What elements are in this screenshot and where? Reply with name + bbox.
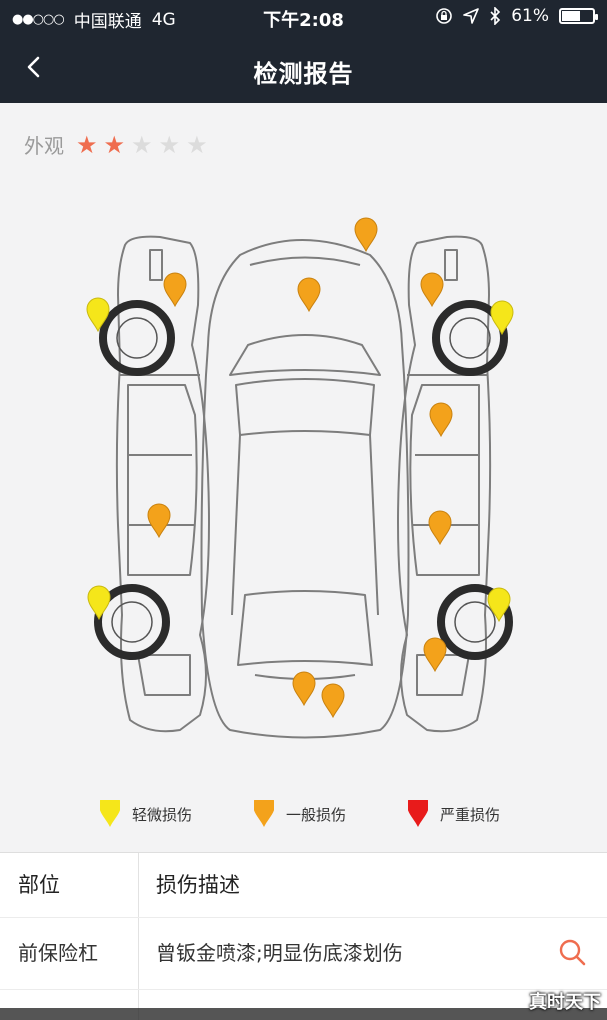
car-damage-diagram (86, 217, 514, 739)
star-empty-icon: ★ (158, 130, 181, 159)
page-title: 检测报告 (253, 60, 354, 88)
signal-strength-icon: ●●○○○ (12, 12, 65, 27)
damage-marker-icon[interactable] (428, 510, 452, 546)
location-icon (463, 8, 480, 24)
status-time: 下午2:08 (263, 10, 344, 31)
damage-marker-icon[interactable] (163, 272, 187, 308)
carrier-name: 中国联通 (73, 12, 142, 32)
header-part: 部位 (18, 873, 60, 897)
rotation-lock-icon (436, 8, 453, 24)
top-bar: ●●○○○ 中国联通 4G 下午2:08 61% 检测报告 (0, 0, 607, 103)
status-bar: ●●○○○ 中国联通 4G 下午2:08 61% (0, 0, 607, 34)
column-divider (138, 853, 139, 1020)
star-filled-icon: ★ (103, 130, 126, 159)
bluetooth-icon (490, 7, 501, 25)
legend-label: 一般损伤 (286, 805, 347, 824)
car-top-view (200, 239, 410, 739)
battery-percent: 61% (511, 6, 549, 26)
status-left: ●●○○○ 中国联通 4G (12, 7, 176, 33)
damage-marker-icon[interactable] (429, 402, 453, 438)
nav-bar: 检测报告 (0, 34, 607, 103)
damage-marker-icon[interactable] (321, 683, 345, 719)
damage-table: 部位 损伤描述 前保险杠 曾钣金喷漆;明显伤底漆划伤 (0, 852, 607, 1020)
damage-marker-icon[interactable] (87, 585, 111, 621)
damage-marker-icon[interactable] (354, 217, 378, 253)
legend-pin-icon (254, 800, 274, 827)
damage-legend: 轻微损伤 一般损伤 严重损伤 (0, 800, 607, 830)
row-divider (0, 989, 607, 990)
legend-pin-icon (408, 800, 428, 827)
network-type: 4G (151, 9, 176, 30)
legend-item: 轻微损伤 (100, 800, 192, 828)
header-description: 损伤描述 (156, 873, 240, 897)
damage-marker-icon[interactable] (487, 587, 511, 623)
legend-pin-icon (100, 800, 120, 827)
status-right: 61% (435, 6, 598, 26)
row-divider (0, 917, 607, 918)
row-description: 曾钣金喷漆;明显伤底漆划伤 (156, 941, 403, 965)
appearance-rating: 外观 ★★★★★ (24, 130, 208, 159)
damage-marker-icon[interactable] (423, 637, 447, 673)
legend-item: 严重损伤 (408, 800, 500, 828)
star-rating: ★★★★★ (76, 133, 208, 157)
back-arrow-icon[interactable] (20, 52, 50, 82)
rating-label: 外观 (24, 134, 64, 158)
damage-marker-icon[interactable] (490, 300, 514, 336)
damage-marker-icon[interactable] (292, 671, 316, 707)
damage-marker-icon[interactable] (86, 297, 110, 333)
star-empty-icon: ★ (131, 130, 153, 159)
legend-label: 严重损伤 (440, 805, 501, 824)
damage-markers (86, 217, 514, 719)
watermark-text: 真时天下 (529, 992, 601, 1013)
row-part: 前保险杠 (18, 941, 98, 965)
star-empty-icon: ★ (186, 130, 208, 159)
damage-marker-icon[interactable] (297, 277, 321, 313)
legend-label: 轻微损伤 (132, 805, 193, 824)
car-left-side-view (94, 235, 210, 733)
battery-icon (559, 8, 598, 24)
damage-marker-icon[interactable] (147, 503, 171, 539)
search-icon[interactable] (557, 937, 587, 967)
star-filled-icon: ★ (76, 130, 98, 159)
damage-marker-icon[interactable] (420, 272, 444, 308)
bottom-strip (0, 1008, 607, 1020)
legend-item: 一般损伤 (254, 800, 346, 828)
